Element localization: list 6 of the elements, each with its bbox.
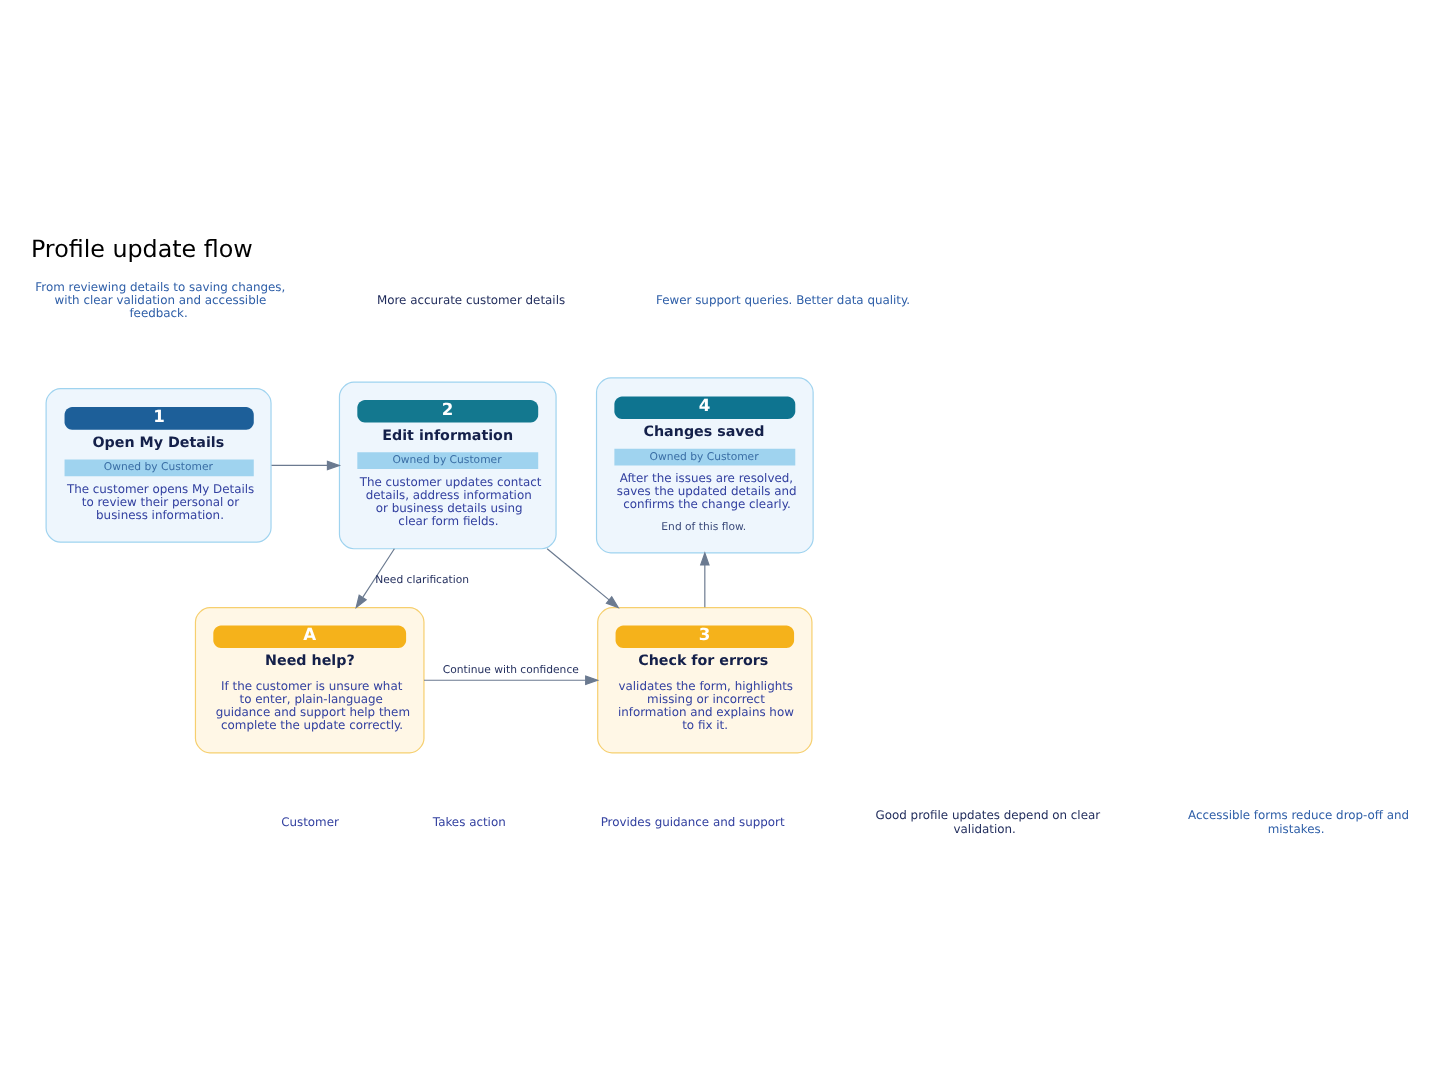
arrow xyxy=(423,674,600,685)
diagram-title: Profile update flow xyxy=(30,233,253,262)
arrow xyxy=(270,459,342,470)
arrow xyxy=(546,547,620,608)
arrow xyxy=(355,547,395,609)
arrow xyxy=(699,550,710,607)
